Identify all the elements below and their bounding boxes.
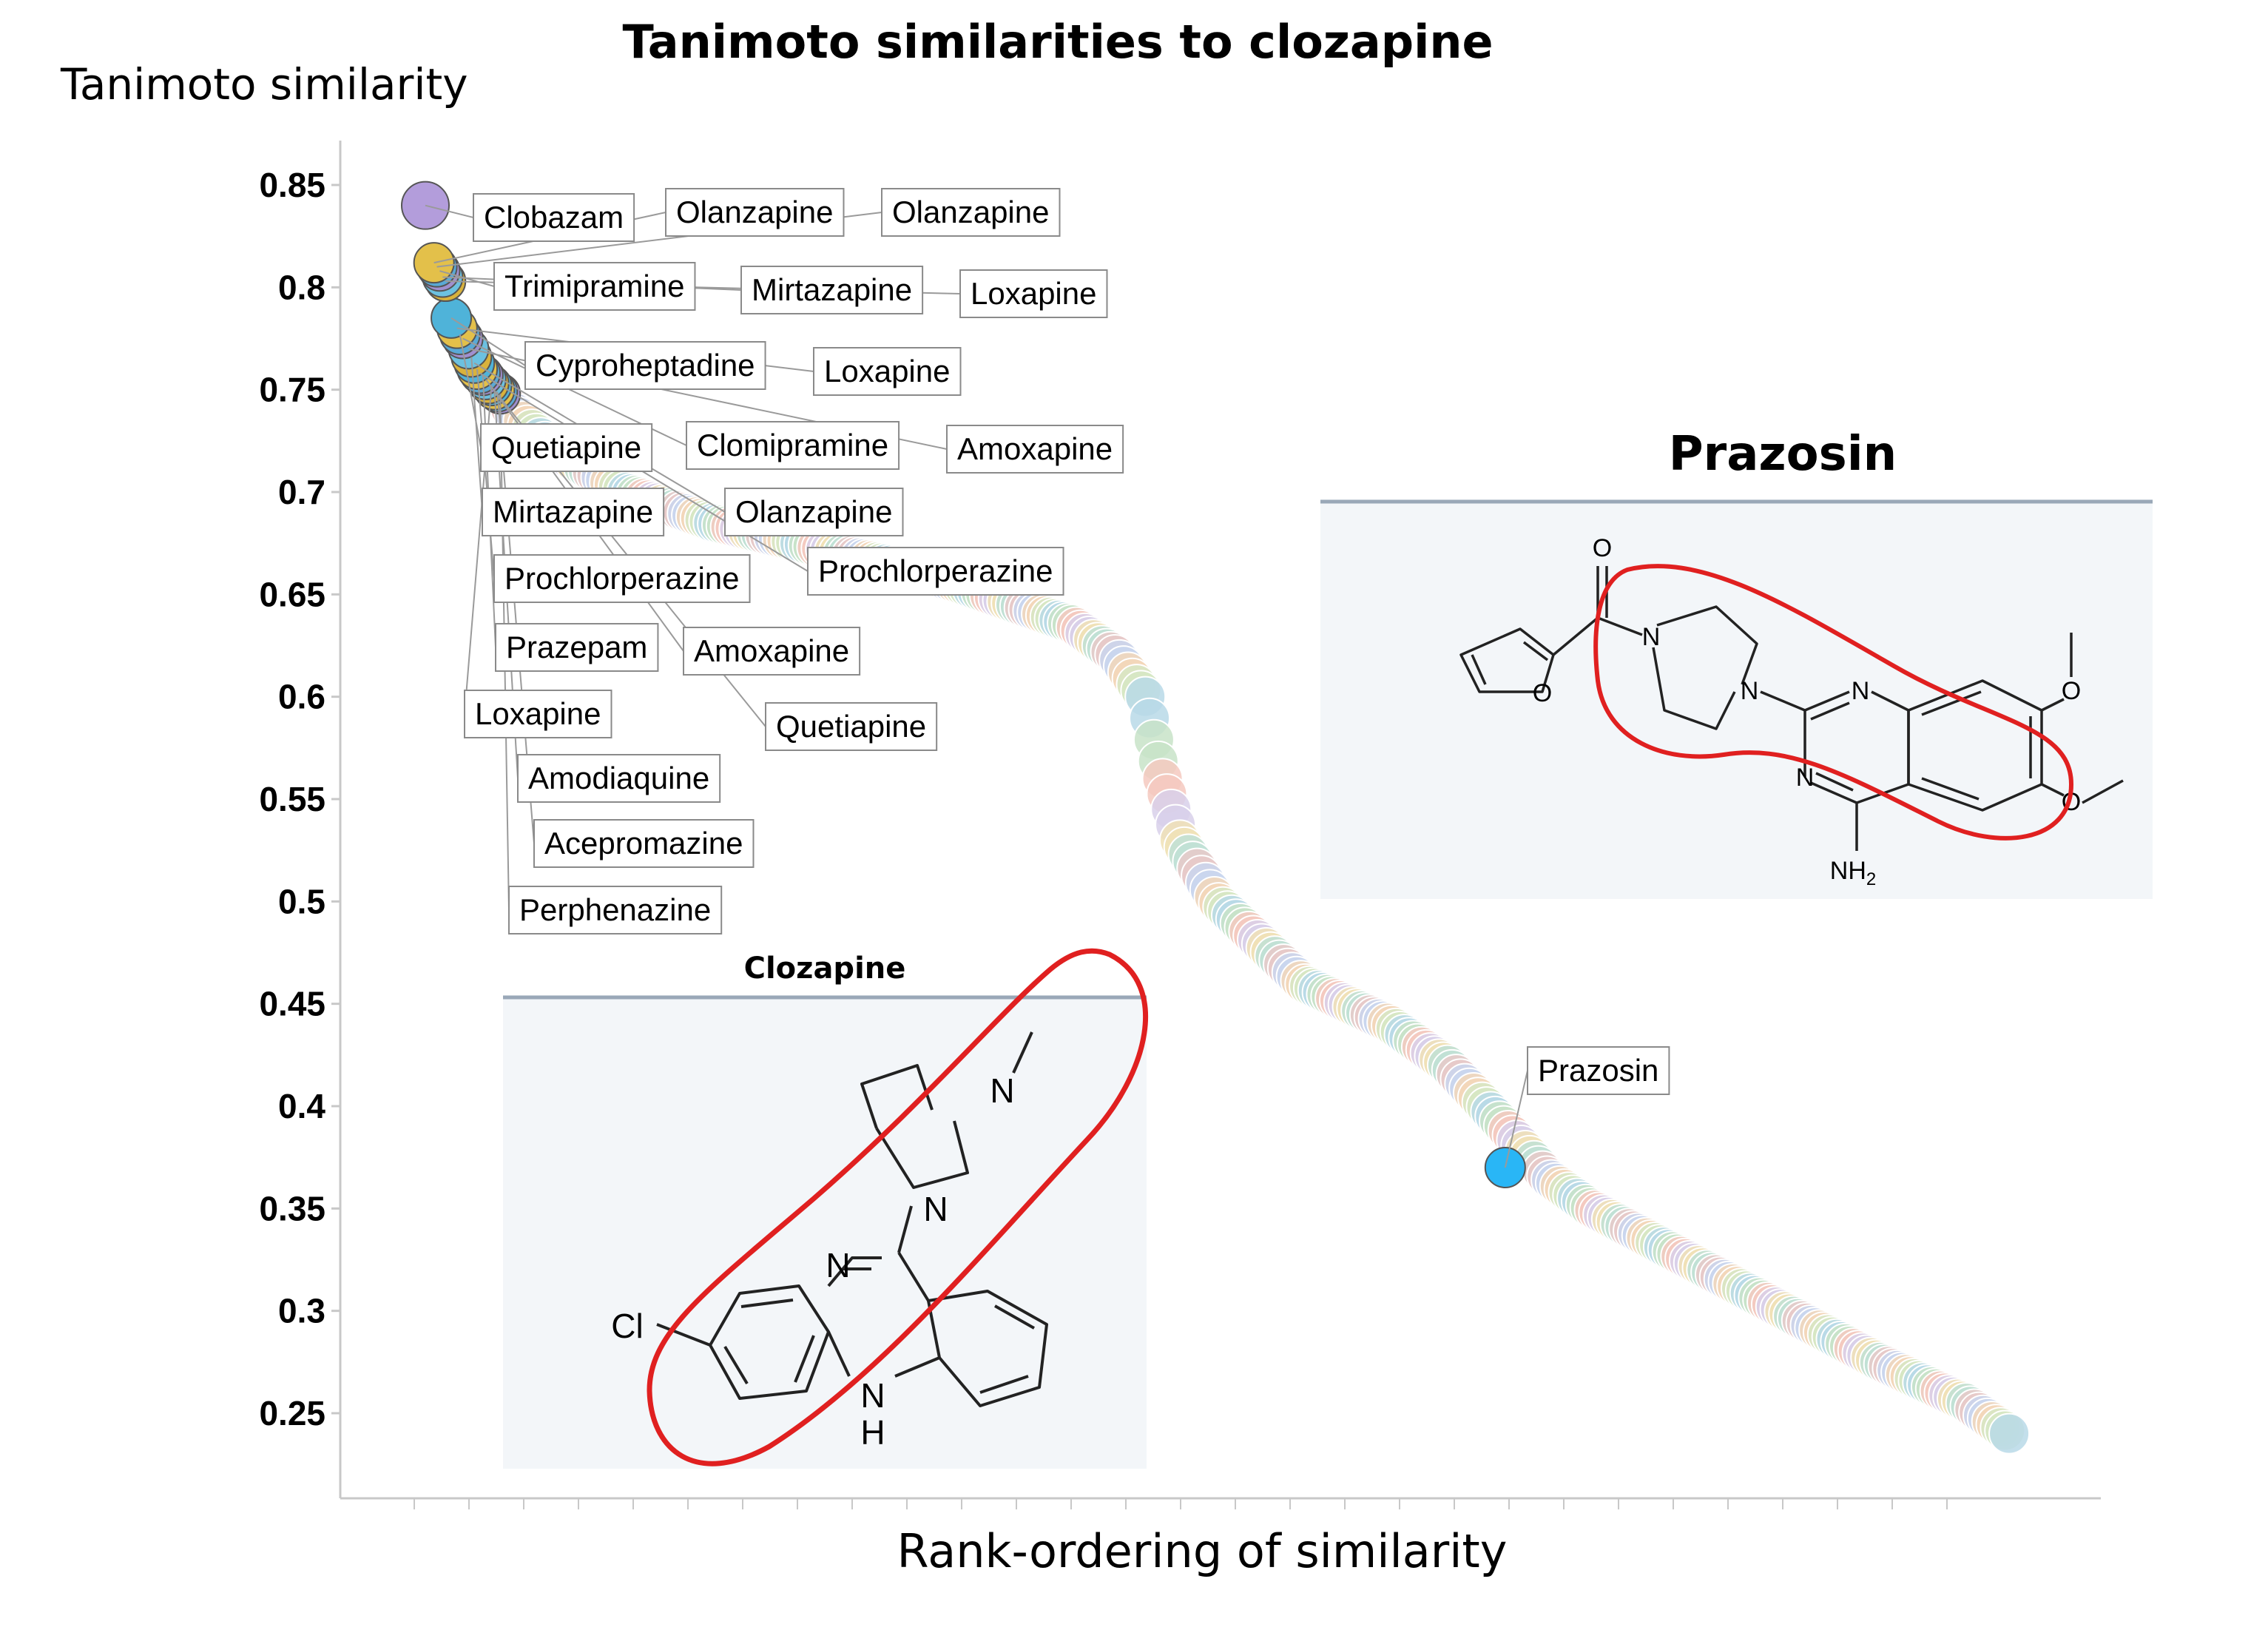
clozapine-structure-panel: Clozapine N N N: [503, 948, 1149, 1469]
point-label-text: Amoxapine: [957, 431, 1113, 466]
point-label-text: Prochlorperazine: [818, 553, 1053, 588]
y-tick-label: 0.45: [259, 985, 325, 1023]
point-label-box: [464, 690, 612, 738]
point-label-box: [740, 266, 924, 314]
x-ticks: [414, 1498, 1948, 1509]
clozapine-atom-n-piperazine: N: [923, 1190, 948, 1228]
point-label-text: Prazosin: [1538, 1053, 1658, 1088]
point-label-box: [683, 627, 861, 676]
y-tick-label: 0.3: [278, 1292, 325, 1330]
point-label-text: Quetiapine: [491, 430, 641, 465]
prazosin-atom-n-piperazine-1: N: [1642, 623, 1661, 651]
label-leader-line: [425, 204, 474, 218]
prazosin-title: Prazosin: [1669, 427, 1897, 482]
point-label-text: Mirtazapine: [493, 494, 653, 529]
point-label-text: Mirtazapine: [752, 272, 912, 307]
point-label-text: Trimipramine: [504, 269, 684, 303]
point-label-box: [495, 623, 659, 672]
point-label-box: [493, 554, 751, 603]
x-axis-label: Rank-ordering of similarity: [897, 1524, 1508, 1578]
point-label-box: [765, 702, 938, 751]
chart-title: Tanimoto similarities to clozapine: [622, 15, 1494, 69]
label-leader-line: [459, 334, 482, 448]
point-label-box: [686, 421, 900, 470]
label-leader-line: [470, 357, 483, 513]
point-label-text: Olanzapine: [735, 494, 892, 529]
prazosin-atom-o-methoxy-1: O: [2062, 677, 2081, 705]
point-label-box: [813, 347, 962, 396]
y-tick-label: 0.65: [259, 575, 325, 613]
point-label-box: [881, 188, 1061, 237]
point-label-text: Clomipramine: [697, 428, 888, 462]
point-label-text: Loxapine: [475, 696, 601, 731]
y-tick-label: 0.85: [259, 166, 325, 204]
point-label-box: [517, 754, 721, 803]
prazosin-atom-nh2: NH2: [1830, 857, 1876, 889]
point-label-box: [1527, 1046, 1670, 1095]
prazosin-atom-n-quinazoline-2: N: [1796, 764, 1815, 792]
point-label-box: [807, 547, 1064, 596]
y-tick-label: 0.6: [278, 678, 325, 716]
clozapine-bonds: [656, 1031, 1048, 1407]
point-label-box: [724, 488, 904, 536]
prazosin-highlight-loop: [1593, 564, 2074, 841]
point-label-text: Amoxapine: [694, 633, 849, 668]
point-label-box: [533, 819, 755, 868]
point-label-text: Olanzapine: [892, 195, 1049, 229]
clozapine-atom-nh-n: N: [860, 1376, 885, 1415]
prazosin-bonds: [1459, 566, 2124, 851]
y-tick-label: 0.75: [259, 371, 325, 409]
labeled-data-point: [1484, 1147, 1526, 1188]
point-label-text: Amodiaquine: [528, 761, 709, 795]
prazosin-atom-o-furan: O: [1533, 679, 1552, 707]
prazosin-atom-n-quinazoline-1: N: [1852, 677, 1870, 705]
axes: 0.85 0.8 0.75 0.7 0.65 0.6 0.55 0.5 0.45 0.4 0.35 0…: [259, 141, 2101, 1509]
point-label-box: [665, 188, 845, 237]
prazosin-panel-background: [1320, 499, 2153, 899]
point-label-text: Loxapine: [971, 276, 1096, 311]
clozapine-atom-cl: Cl: [611, 1307, 643, 1345]
y-tick-label: 0.55: [259, 780, 325, 818]
y-tick-label: 0.25: [259, 1394, 325, 1432]
label-leader-line: [1504, 1070, 1528, 1168]
prazosin-structure-panel: Prazosin: [1320, 427, 2153, 899]
point-label-box: [524, 341, 766, 390]
point-label-box: [959, 269, 1108, 318]
point-label-box: [480, 423, 653, 472]
point-label-text: Prazepam: [506, 630, 647, 664]
y-ticks: 0.85 0.8 0.75 0.7 0.65 0.6 0.55 0.5 0.45 0.4 0.35 0…: [259, 166, 340, 1432]
point-label-text: Cyproheptadine: [536, 348, 755, 383]
y-tick-label: 0.4: [278, 1087, 325, 1125]
point-label-text: Olanzapine: [676, 195, 833, 229]
point-label-text: Prochlorperazine: [504, 561, 740, 596]
clozapine-atom-n-imine: N: [826, 1246, 850, 1284]
clozapine-panel-background: [503, 995, 1147, 1469]
point-label-box: [482, 488, 665, 536]
y-tick-label: 0.35: [259, 1189, 325, 1227]
point-label-box: [946, 425, 1124, 474]
point-label-text: Clobazam: [484, 200, 624, 235]
clozapine-highlight-loop: [647, 948, 1149, 1466]
clozapine-atom-nh-h: H: [860, 1413, 885, 1452]
point-label-box: [493, 262, 696, 311]
point-label-text: Loxapine: [824, 354, 950, 388]
prazosin-atom-n-piperazine-2: N: [1741, 677, 1759, 705]
y-axis-label: Tanimoto similarity: [61, 59, 468, 110]
y-tick-label: 0.7: [278, 473, 325, 511]
clozapine-title: Clozapine: [744, 952, 906, 986]
point-label-text: Perphenazine: [519, 892, 711, 927]
point-label-box: [473, 193, 635, 242]
point-label-text: Quetiapine: [776, 709, 926, 744]
data-point: [1988, 1412, 2031, 1455]
prazosin-atom-o-carbonyl: O: [1593, 534, 1612, 562]
clozapine-atom-n-methyl: N: [990, 1071, 1014, 1110]
point-label-box: [508, 886, 723, 934]
point-label-text: Acepromazine: [544, 826, 743, 861]
y-tick-label: 0.8: [278, 268, 325, 306]
y-tick-label: 0.5: [278, 882, 325, 920]
label-leader-line: [479, 372, 809, 572]
